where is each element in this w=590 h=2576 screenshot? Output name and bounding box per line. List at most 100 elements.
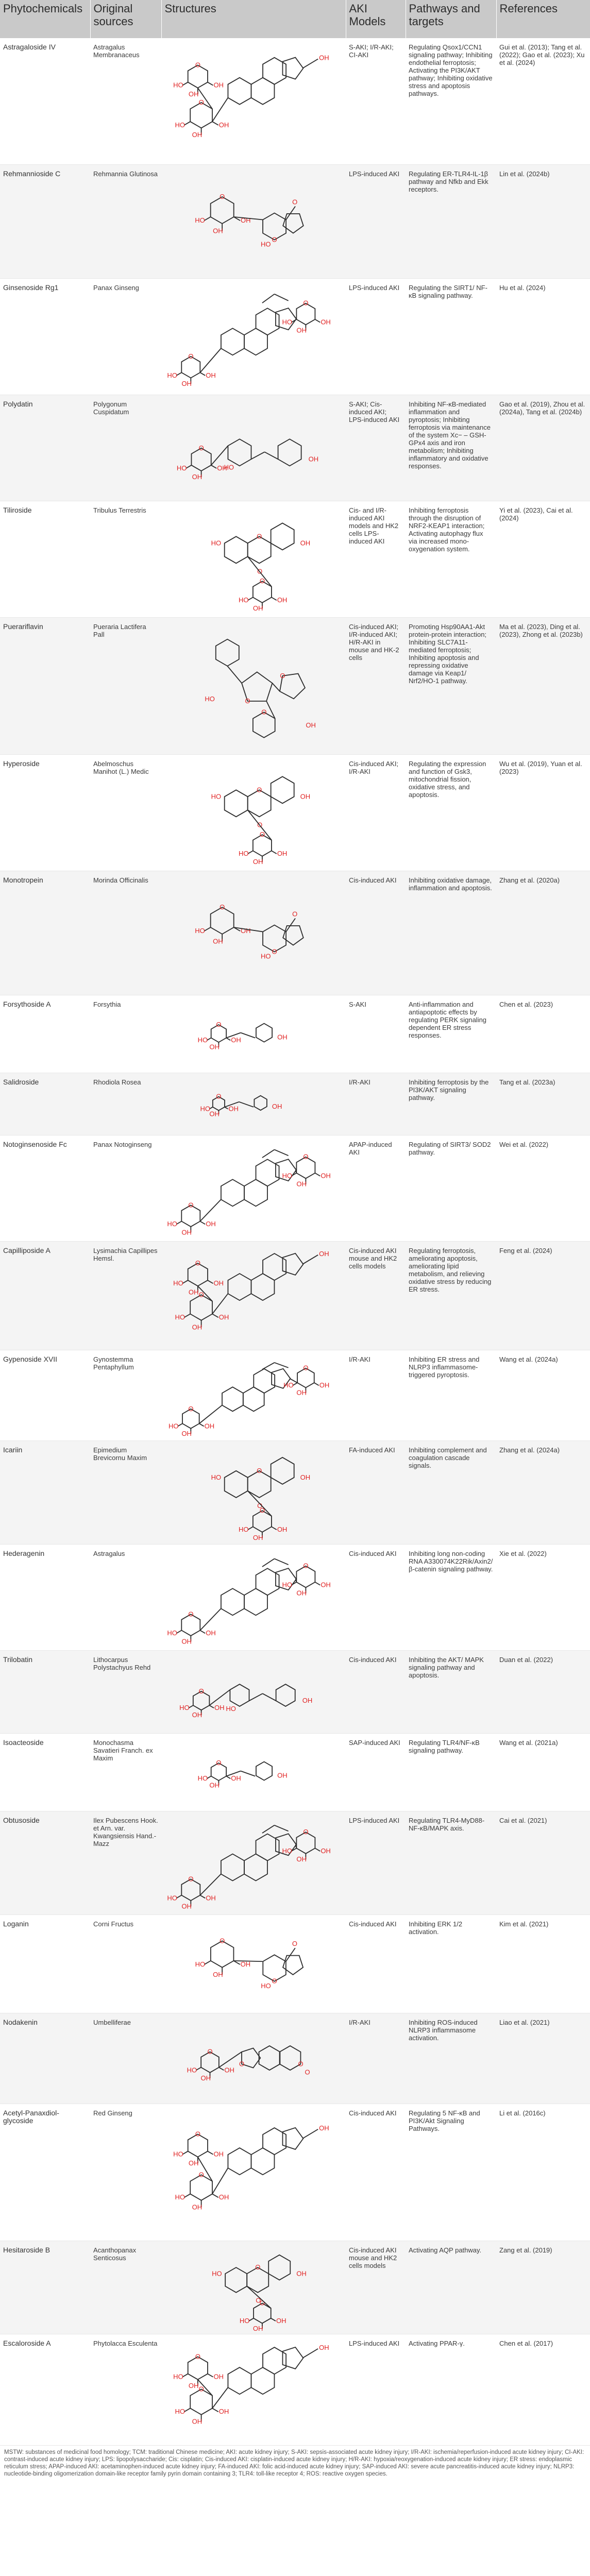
table-header: Phytochemicals Original sources Structur… xyxy=(0,0,590,38)
cell-original-source: Lysimachia Capillipes Hemsl. xyxy=(90,1241,161,1350)
cell-pathways: Regulating ferroptosis, ameliorating apo… xyxy=(406,1241,496,1350)
svg-text:OH: OH xyxy=(277,1033,288,1041)
cell-original-source: Red Ginseng xyxy=(90,2104,161,2241)
cell-original-source: Lithocarpus Polystachyus Rehd xyxy=(90,1650,161,1734)
cell-phytochemical: Hyperoside xyxy=(0,754,90,871)
cell-phytochemical: Ginsenoside Rg1 xyxy=(0,278,90,395)
cell-phytochemical: Nodakenin xyxy=(0,2013,90,2104)
svg-text:HO: HO xyxy=(283,1381,294,1389)
svg-text:OH: OH xyxy=(213,1971,223,1978)
svg-text:OH: OH xyxy=(181,1430,192,1437)
svg-text:O: O xyxy=(188,1875,193,1883)
svg-text:OH: OH xyxy=(321,1172,331,1180)
cell-phytochemical: Trilobatin xyxy=(0,1650,90,1734)
cell-pathways: Regulating of SIRT3/ SOD2 pathway. xyxy=(406,1135,496,1242)
svg-text:OH: OH xyxy=(253,858,263,866)
cell-references: Ma et al. (2023), Ding et al. (2023), Zh… xyxy=(496,617,590,755)
header-aki-models: AKI Models xyxy=(346,0,406,38)
cell-aki-model: S-AKI xyxy=(346,995,406,1073)
svg-text:HO: HO xyxy=(224,463,234,471)
svg-text:OH: OH xyxy=(201,2074,211,2082)
cell-original-source: Morinda Officinalis xyxy=(90,871,161,995)
cell-pathways: Regulating TLR4/NF-κB signaling pathway. xyxy=(406,1733,496,1811)
svg-text:OH: OH xyxy=(209,1110,220,1118)
svg-text:O: O xyxy=(257,1467,262,1475)
cell-phytochemical: Obtusoside xyxy=(0,1811,90,1915)
svg-text:O: O xyxy=(260,831,265,838)
cell-pathways: Inhibiting ER stress and NLRP3 inflammas… xyxy=(406,1350,496,1441)
cell-original-source: Astragalus Membranaceus xyxy=(90,38,161,165)
svg-text:O: O xyxy=(216,1021,221,1028)
cell-aki-model: FA-induced AKI xyxy=(346,1440,406,1545)
svg-text:OH: OH xyxy=(319,2344,329,2351)
svg-text:O: O xyxy=(257,1502,262,1510)
cell-original-source: Rhodiola Rosea xyxy=(90,1073,161,1136)
cell-aki-model: Cis-induced AKI xyxy=(346,1914,406,2013)
cell-phytochemical: Tiliroside xyxy=(0,501,90,618)
cell-phytochemical: Capilliposide A xyxy=(0,1241,90,1350)
svg-text:OH: OH xyxy=(192,473,203,481)
svg-text:OH: OH xyxy=(277,850,288,857)
svg-text:OH: OH xyxy=(214,1279,224,1287)
svg-text:HO: HO xyxy=(187,2066,197,2074)
cell-references: Li et al. (2016c) xyxy=(496,2104,590,2241)
svg-text:OH: OH xyxy=(319,54,329,62)
svg-text:HO: HO xyxy=(195,1960,206,1968)
cell-references: Chen et al. (2023) xyxy=(496,995,590,1073)
svg-text:OH: OH xyxy=(300,792,311,800)
svg-text:O: O xyxy=(216,1759,221,1767)
cell-aki-model: I/R-AKI xyxy=(346,1350,406,1441)
cell-original-source: Polygonum Cuspidatum xyxy=(90,395,161,501)
svg-text:OH: OH xyxy=(272,1103,282,1110)
svg-text:OH: OH xyxy=(189,2159,199,2167)
cell-references: Wang et al. (2024a) xyxy=(496,1350,590,1441)
cell-aki-model: Cis-induced AKI; I/R-AKI xyxy=(346,754,406,871)
svg-text:OH: OH xyxy=(192,2417,203,2425)
svg-text:OH: OH xyxy=(253,2325,263,2331)
cell-pathways: Regulating ER-TLR4-IL-1β pathway and Nfk… xyxy=(406,164,496,279)
svg-text:O: O xyxy=(220,1937,225,1944)
svg-text:OH: OH xyxy=(213,227,223,234)
svg-text:OH: OH xyxy=(192,1711,203,1719)
cell-pathways: Activating AQP pathway. xyxy=(406,2241,496,2334)
cell-original-source: Gynostemma Pentaphyllum xyxy=(90,1350,161,1441)
svg-text:OH: OH xyxy=(253,604,263,612)
svg-text:O: O xyxy=(303,299,308,307)
cell-aki-model: Cis-induced AKI xyxy=(346,871,406,995)
svg-text:OH: OH xyxy=(181,1637,192,1645)
svg-text:HO: HO xyxy=(175,2408,185,2415)
svg-text:OH: OH xyxy=(241,927,251,935)
cell-original-source: Ilex Pubescens Hook. et Arn. var. Kwangs… xyxy=(90,1811,161,1915)
svg-text:O: O xyxy=(292,198,297,206)
svg-text:HO: HO xyxy=(177,464,187,472)
